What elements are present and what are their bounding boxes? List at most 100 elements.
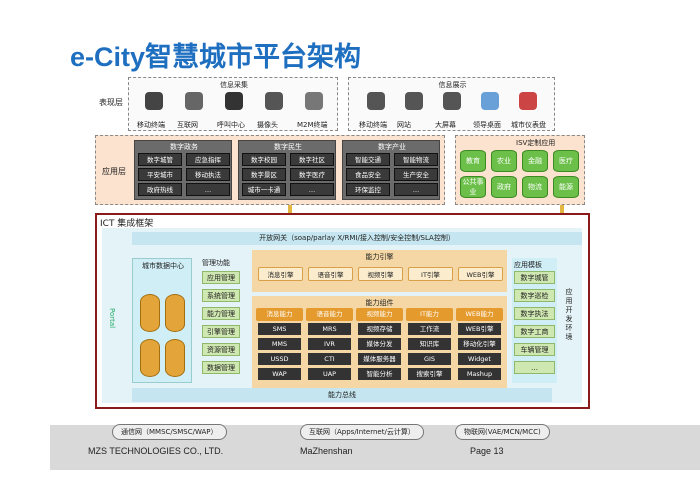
app-group-life: 数字民生数字校园数字社区数字景区数字医疗城市一卡通… bbox=[238, 140, 336, 200]
mgmt-item: 系统管理 bbox=[202, 289, 240, 302]
isv-cylinder: 政府 bbox=[491, 176, 517, 198]
app-group-header: 数字产业 bbox=[378, 143, 406, 151]
component-cell: 视频存储 bbox=[358, 323, 401, 335]
display-item-label: 移动终端 bbox=[359, 121, 387, 129]
component-cell: Widget bbox=[458, 353, 501, 365]
component-cell: MMS bbox=[258, 338, 301, 350]
ict-label: ICT 集成框架 bbox=[100, 219, 154, 229]
footer-page: Page 13 bbox=[470, 446, 504, 456]
data-center-label: 城市数据中心 bbox=[142, 262, 184, 270]
app-cell: … bbox=[186, 183, 230, 196]
display-item-label: 领导桌面 bbox=[473, 121, 501, 129]
camera-icon bbox=[265, 92, 283, 110]
component-cell: UAP bbox=[308, 368, 351, 380]
template-item: 数字工商 bbox=[514, 325, 555, 338]
component-header: WEB能力 bbox=[456, 308, 503, 321]
desktop-icon bbox=[481, 92, 499, 110]
display-item-label: 大屏幕 bbox=[435, 121, 456, 129]
component-cell: USSD bbox=[258, 353, 301, 365]
app-cell: 数字校园 bbox=[242, 153, 286, 166]
presentation-label: 表现层 bbox=[99, 98, 123, 107]
component-cell: MRS bbox=[308, 323, 351, 335]
network-cloud-0: 通信网（MMSC/SMSC/WAP） bbox=[112, 424, 227, 440]
component-cell: CTI bbox=[308, 353, 351, 365]
app-cell: 政府热线 bbox=[138, 183, 182, 196]
isv-cylinder: 能源 bbox=[553, 176, 579, 198]
app-group-header: 数字民生 bbox=[274, 143, 302, 151]
mgmt-item: 应用管理 bbox=[202, 271, 240, 284]
portal-label: Portal bbox=[108, 308, 116, 329]
collect-item-label: M2M终端 bbox=[297, 121, 328, 129]
isv-header: ISV定制应用 bbox=[516, 139, 556, 147]
footer-author: MaZhenshan bbox=[300, 446, 353, 456]
isv-cylinder: 医疗 bbox=[553, 150, 579, 172]
dev-env-label: 应用开发环境 bbox=[565, 288, 573, 342]
mobile-icon bbox=[367, 92, 385, 110]
info-display-header: 信息展示 bbox=[438, 81, 467, 89]
database-icon bbox=[140, 294, 160, 332]
bus-label: 能力总线 bbox=[328, 391, 356, 399]
app-cell: 食品安全 bbox=[346, 168, 390, 181]
engine-item: 视频引擎 bbox=[358, 267, 403, 281]
engine-item: 消息引擎 bbox=[258, 267, 303, 281]
component-cell: 工作流 bbox=[408, 323, 451, 335]
mgmt-header: 管理功能 bbox=[202, 259, 230, 267]
headset-icon bbox=[225, 92, 243, 110]
component-cell: 移动化引擎 bbox=[458, 338, 501, 350]
component-cell: 媒体分发 bbox=[358, 338, 401, 350]
engine-item: IT引擎 bbox=[408, 267, 453, 281]
monitor-icon bbox=[405, 92, 423, 110]
bus-bar: 能力总线 bbox=[132, 388, 552, 402]
template-item: 数字巡检 bbox=[514, 289, 555, 302]
app-cell: 生产安全 bbox=[394, 168, 438, 181]
display-item-label: 网站 bbox=[397, 121, 411, 129]
app-cell: 数字医疗 bbox=[290, 168, 334, 181]
app-cell: 数字社区 bbox=[290, 153, 334, 166]
isv-cylinder: 金融 bbox=[522, 150, 548, 172]
mgmt-box: 管理功能 应用管理系统管理能力管理引擎管理资源管理数据管理 bbox=[202, 258, 242, 383]
database-icon bbox=[140, 339, 160, 377]
app-cell: 数字景区 bbox=[242, 168, 286, 181]
components-header: 能力组件 bbox=[365, 299, 394, 307]
mobile-icon bbox=[145, 92, 163, 110]
application-label: 应用层 bbox=[102, 167, 126, 176]
app-cell: 智能物流 bbox=[394, 153, 438, 166]
app-cell: 平安城市 bbox=[138, 168, 182, 181]
mgmt-item: 引擎管理 bbox=[202, 325, 240, 338]
component-cell: SMS bbox=[258, 323, 301, 335]
ict-framework: ICT 集成框架 开放网关（soap/parlay X/RMI/接入控制/安全控… bbox=[95, 213, 590, 409]
isv-cylinder: 教育 bbox=[460, 150, 486, 172]
computer-icon bbox=[185, 92, 203, 110]
info-collect-header: 信息采集 bbox=[220, 81, 248, 89]
component-cell: WAP bbox=[258, 368, 301, 380]
isv-box: ISV定制应用 教育农业金融医疗公共事业政府物流能源 bbox=[455, 135, 585, 205]
component-cell: WEB引擎 bbox=[458, 323, 501, 335]
component-cell: Mashup bbox=[458, 368, 501, 380]
collect-item-label: 移动终端 bbox=[137, 121, 165, 129]
screen-icon bbox=[443, 92, 461, 110]
collect-item-label: 互联网 bbox=[177, 121, 198, 129]
app-cell: 城市一卡通 bbox=[242, 183, 286, 196]
display-item-label: 城市仪表盘 bbox=[511, 121, 546, 129]
component-cell: IVR bbox=[308, 338, 351, 350]
collect-item-label: 呼叫中心 bbox=[217, 121, 245, 129]
mgmt-item: 资源管理 bbox=[202, 343, 240, 356]
mgmt-item: 能力管理 bbox=[202, 307, 240, 320]
component-cell: 搜索引擎 bbox=[408, 368, 451, 380]
gateway-bar: 开放网关（soap/parlay X/RMI/接入控制/安全控制/SLA控制） bbox=[132, 232, 582, 245]
templates-header: 应用模板 bbox=[514, 261, 542, 269]
component-cell: 知识库 bbox=[408, 338, 451, 350]
footer-company: MZS TECHNOLOGIES CO., LTD. bbox=[88, 446, 224, 456]
app-cell: 数字城管 bbox=[138, 153, 182, 166]
engine-item: 语音引擎 bbox=[308, 267, 353, 281]
engine-header: 能力引擎 bbox=[365, 253, 394, 261]
isv-cylinder: 公共事业 bbox=[460, 176, 486, 198]
data-center-box: 城市数据中心 bbox=[132, 258, 192, 383]
component-cell: 媒体服务器 bbox=[358, 353, 401, 365]
component-cell: GIS bbox=[408, 353, 451, 365]
component-header: 视频能力 bbox=[356, 308, 403, 321]
component-header: IT能力 bbox=[406, 308, 453, 321]
